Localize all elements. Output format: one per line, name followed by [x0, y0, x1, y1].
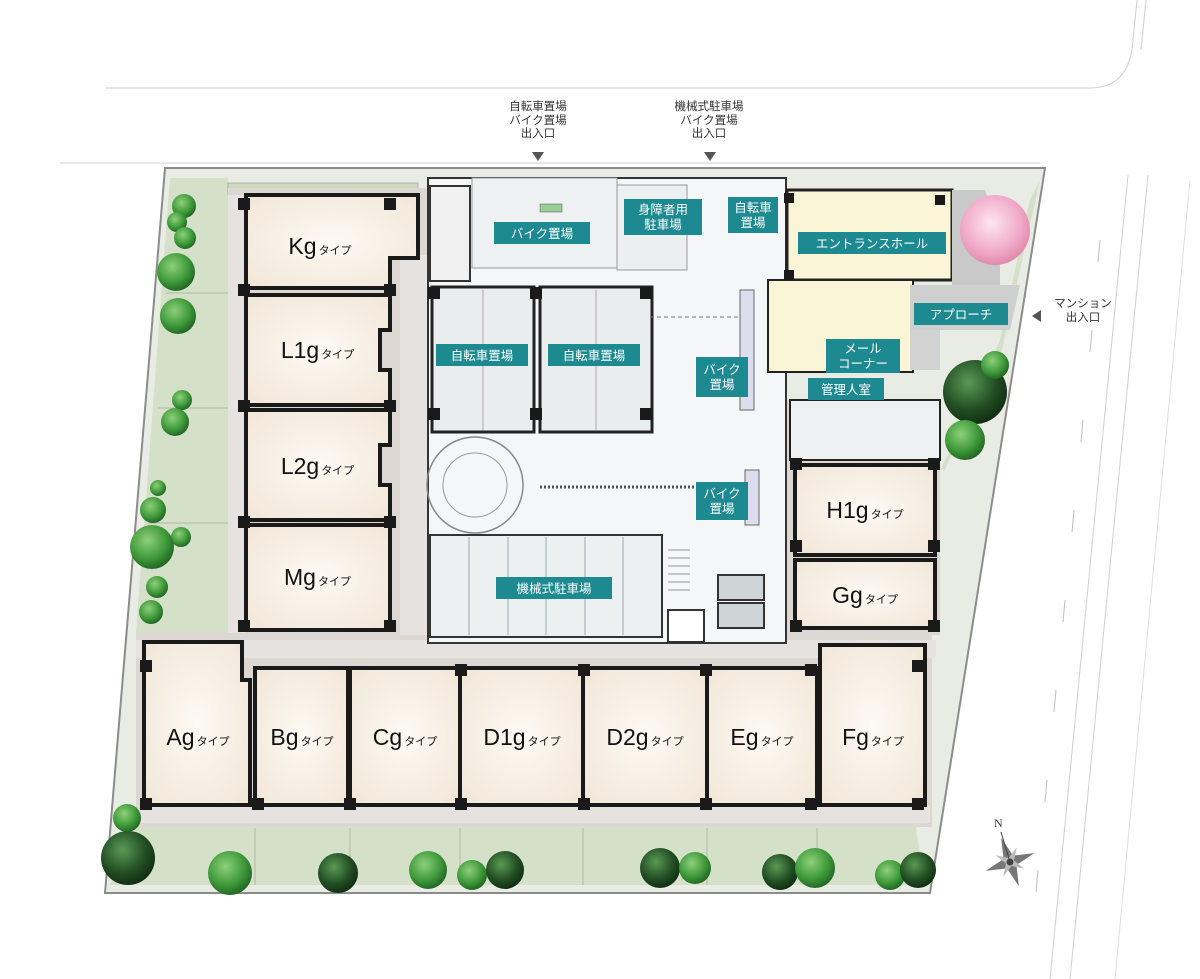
unit-suffix: タイプ [870, 508, 904, 521]
compass-north-label: N [994, 816, 1003, 830]
unit-code: Kg [288, 233, 317, 259]
tag-manager-room[interactable]: 管理人室 [808, 378, 884, 400]
arrow-left-icon [1032, 310, 1041, 322]
unit-suffix: タイプ [650, 735, 684, 748]
unit-suffix: タイプ [318, 244, 352, 257]
unit-code: H1g [826, 497, 869, 523]
unit-suffix: タイプ [870, 735, 904, 748]
unit-code: L2g [280, 453, 320, 479]
unit-suffix: タイプ [196, 735, 230, 748]
arrow-down-icon [532, 152, 544, 161]
tag-entrance-hall[interactable]: エントランスホール [798, 232, 946, 254]
unit-code: Fg [842, 724, 869, 750]
tag-bike-parking-low[interactable]: バイク 置場 [696, 482, 748, 520]
unit-code: D2g [606, 724, 649, 750]
tag-bicycle-parking-top[interactable]: 自転車 置場 [728, 197, 778, 233]
unit-suffix: タイプ [321, 464, 355, 477]
tag-mail-corner[interactable]: メール コーナー [826, 339, 900, 373]
tag-approach[interactable]: アプローチ [914, 303, 1008, 325]
east-lawn [940, 180, 1040, 470]
tag-bike-parking-top[interactable]: バイク置場 [494, 222, 590, 244]
parking-court [426, 177, 787, 644]
tag-mechanical-parking[interactable]: 機械式駐車場 [496, 577, 612, 599]
unit-code: Bg [270, 724, 299, 750]
elevator-core [667, 549, 765, 643]
entrance-note-mechanical: 機械式駐車場 バイク置場 出入口 [674, 99, 744, 140]
compass-rose [985, 831, 1035, 887]
trees [101, 194, 1009, 895]
structural-columns [140, 193, 945, 810]
tag-bike-parking-mid[interactable]: バイク 置場 [696, 357, 748, 397]
unit-suffix: タイプ [300, 735, 334, 748]
tag-accessible-parking[interactable]: 身障者用 駐車場 [624, 199, 702, 235]
unit-suffix: タイプ [317, 575, 351, 588]
entrance-note-mansion: マンション 出入口 [1054, 296, 1112, 324]
tag-bicycle-parking-right[interactable]: 自転車置場 [548, 344, 640, 366]
arrow-down-icon [704, 152, 716, 161]
entrance-note-bicycle: 自転車置場 バイク置場 出入口 [509, 99, 567, 140]
unit-suffix: タイプ [760, 735, 794, 748]
unit-code: Cg [372, 724, 403, 750]
cherry-tree [960, 195, 1030, 265]
unit-code: Eg [730, 724, 759, 750]
unit-suffix: タイプ [527, 735, 561, 748]
unit-code: D1g [483, 724, 526, 750]
unit-code: Gg [832, 582, 863, 608]
tag-bicycle-parking-left[interactable]: 自転車置場 [436, 344, 528, 366]
unit-code: L1g [280, 337, 320, 363]
unit-code: Ag [166, 724, 195, 750]
unit-suffix: タイプ [404, 735, 438, 748]
unit-suffix: タイプ [321, 348, 355, 361]
roads [60, 0, 1191, 979]
unit-code: Mg [284, 564, 316, 590]
unit-suffix: タイプ [864, 593, 898, 606]
unit-outlines [142, 193, 937, 807]
south-lawn [110, 822, 925, 885]
